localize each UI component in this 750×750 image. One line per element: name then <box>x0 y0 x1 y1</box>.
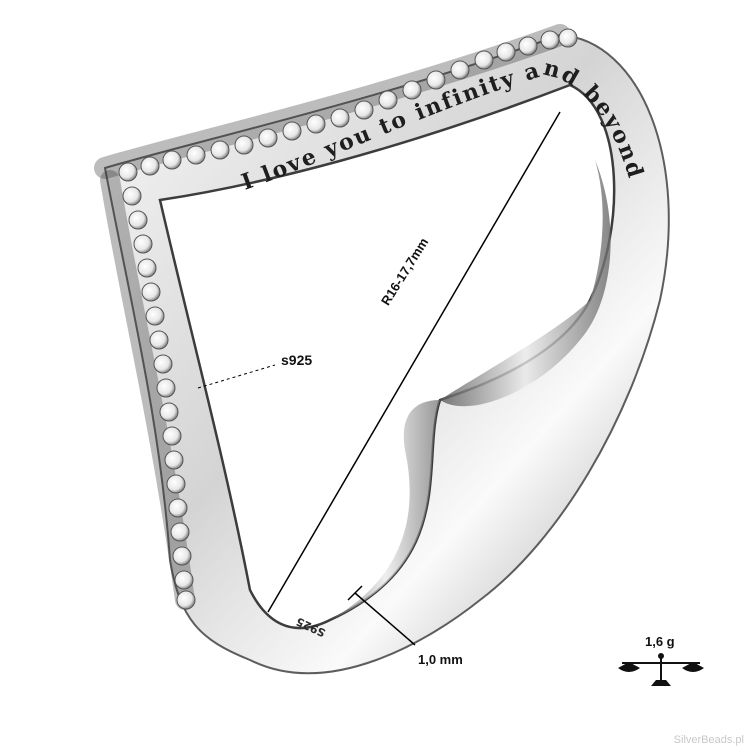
pave-stone <box>168 498 188 518</box>
diameter-line <box>267 111 561 613</box>
pave-stone <box>133 234 153 254</box>
pave-stone <box>156 378 176 398</box>
pave-stone <box>166 474 186 494</box>
pave-stone <box>330 108 350 128</box>
weight-label: 1,6 g <box>645 634 675 649</box>
pave-stone <box>174 570 194 590</box>
pave-stone <box>186 145 206 165</box>
pave-stone <box>496 42 516 62</box>
pave-stone <box>474 50 494 70</box>
pave-stone <box>176 590 196 610</box>
pave-stone <box>518 36 538 56</box>
pave-stone <box>140 156 160 176</box>
pave-stones <box>118 28 578 610</box>
pave-stone <box>558 28 578 48</box>
pave-stone <box>354 100 374 120</box>
width-tick-a <box>347 585 363 601</box>
pave-stone <box>170 522 190 542</box>
width-line <box>354 592 416 646</box>
pave-stone <box>162 426 182 446</box>
pave-stone <box>258 128 278 148</box>
pave-stone <box>159 402 179 422</box>
pave-stone <box>128 210 148 230</box>
pave-stone <box>162 150 182 170</box>
pave-stone <box>426 70 446 90</box>
pave-stone <box>172 546 192 566</box>
pave-stone <box>540 30 560 50</box>
ring-band <box>94 24 670 675</box>
pave-stone <box>145 306 165 326</box>
pave-stone <box>282 121 302 141</box>
balance-scale-icon <box>618 653 704 686</box>
pave-stone <box>306 114 326 134</box>
pave-stone <box>402 80 422 100</box>
pave-stone <box>153 354 173 374</box>
pave-stone <box>149 330 169 350</box>
pave-stone <box>118 162 138 182</box>
pave-stone <box>210 140 230 160</box>
metal-label: s925 <box>281 352 313 368</box>
watermark: SilverBeads.pl <box>673 734 744 746</box>
pave-stone <box>164 450 184 470</box>
band-width-label: 1,0 mm <box>418 652 463 667</box>
pave-stone <box>122 186 142 206</box>
metal-pointer-line <box>197 364 276 389</box>
pave-stone <box>137 258 157 278</box>
pave-stone <box>450 60 470 80</box>
pave-stone <box>141 282 161 302</box>
pave-stone <box>234 135 254 155</box>
pave-stone <box>378 90 398 110</box>
